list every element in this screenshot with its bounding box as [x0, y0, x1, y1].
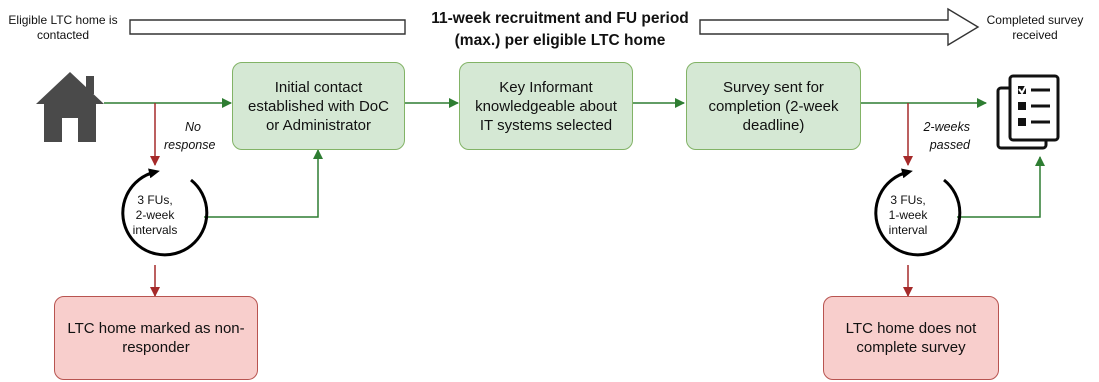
end-label: Completed survey received — [986, 13, 1084, 42]
note-no-response-line1: No — [185, 120, 201, 134]
note-two-weeks-line2: passed — [929, 138, 970, 152]
arrow-left-loop-to-contact — [204, 149, 323, 218]
right-loop-circle — [874, 168, 962, 257]
timeline-title: 11-week recruitment and FU period (max.)… — [395, 8, 725, 52]
left-loop-line1: 3 FUs, — [137, 193, 173, 207]
left-loop-line2: 2-week — [135, 208, 175, 222]
note-no-response-2: response — [164, 136, 215, 154]
right-loop-label: 3 FUs, 1-week interval — [873, 193, 943, 238]
step-initial-contact: Initial contact established with DoC or … — [232, 62, 405, 150]
start-label: Eligible LTC home is contacted — [8, 13, 118, 42]
timeline-arrow — [129, 19, 406, 35]
right-loop-line2: 1-week — [888, 208, 928, 222]
arrow-right-loop-to-received — [957, 156, 1045, 218]
outcome-not-complete: LTC home does not complete survey — [823, 296, 999, 380]
timeline-arrow-head — [699, 7, 980, 47]
house-icon — [36, 72, 104, 142]
outcome-non-responder: LTC home marked as non-responder — [54, 296, 258, 380]
timeline-title-line1: 11-week recruitment and FU period — [431, 10, 689, 27]
checklist-icon — [996, 74, 1060, 150]
left-loop-line3: intervals — [132, 223, 178, 237]
note-no-response-line2: response — [164, 138, 216, 152]
step-survey-sent: Survey sent for completion (2-week deadl… — [686, 62, 861, 150]
step-key-informant: Key Informant knowledgeable about IT sys… — [459, 62, 633, 150]
note-two-weeks: 2-weeks passed — [916, 118, 970, 154]
timeline-title-line2: (max.) per eligible LTC home — [454, 32, 666, 49]
right-loop-line1: 3 FUs, — [890, 193, 926, 207]
left-loop-label: 3 FUs, 2-week intervals — [120, 193, 190, 238]
right-loop-line3: interval — [888, 223, 928, 237]
note-two-weeks-line1: 2-weeks — [923, 120, 970, 134]
left-loop-circle — [121, 168, 209, 257]
note-no-response: No — [185, 118, 201, 136]
